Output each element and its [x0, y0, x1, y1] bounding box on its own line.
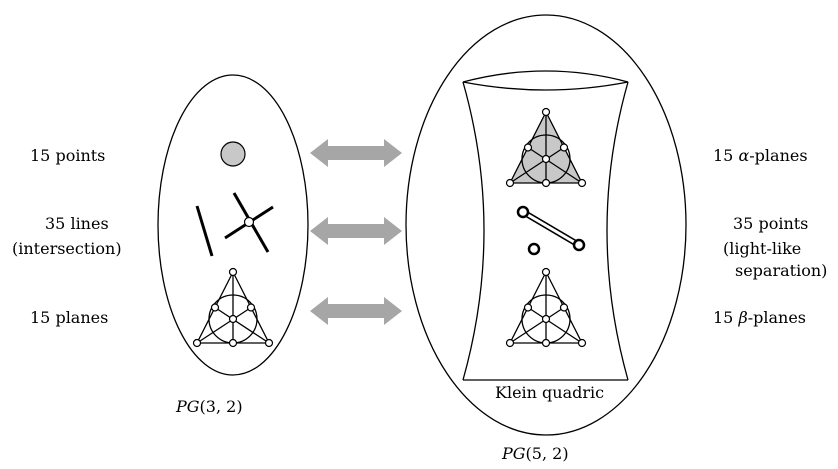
label-15-planes: 15 planes	[30, 308, 108, 327]
label-15-points: 15 points	[30, 146, 105, 165]
arrow-lines-points-icon	[310, 217, 402, 245]
alpha-plane-icon	[505, 107, 587, 188]
label-15-beta-planes: 15 β-planes	[713, 308, 806, 327]
lines-icon	[195, 192, 274, 257]
label-15-alpha-planes: 15 α-planes	[713, 146, 808, 165]
label-intersection: (intersection)	[12, 239, 122, 258]
point-icon	[220, 141, 246, 167]
pg52-ellipse	[405, 14, 687, 436]
label-35-lines: 35 lines	[45, 214, 109, 233]
pg32-ellipse	[157, 74, 309, 376]
label-separation: separation)	[735, 261, 827, 280]
arrow-points-alpha-icon	[310, 139, 402, 167]
pg52-label: PG(5, 2)	[501, 444, 569, 463]
pg32-label: PG(3, 2)	[175, 397, 243, 416]
label-light-like: (light-like	[723, 239, 801, 258]
label-35-points: 35 points	[733, 214, 808, 233]
light-like-points-icon	[516, 205, 586, 256]
arrow-planes-beta-icon	[310, 297, 402, 325]
beta-plane-icon	[505, 267, 587, 348]
fano-plane-left-icon	[192, 267, 274, 348]
klein-quadric-shape	[462, 70, 629, 381]
klein-quadric-label: Klein quadric	[495, 383, 604, 402]
